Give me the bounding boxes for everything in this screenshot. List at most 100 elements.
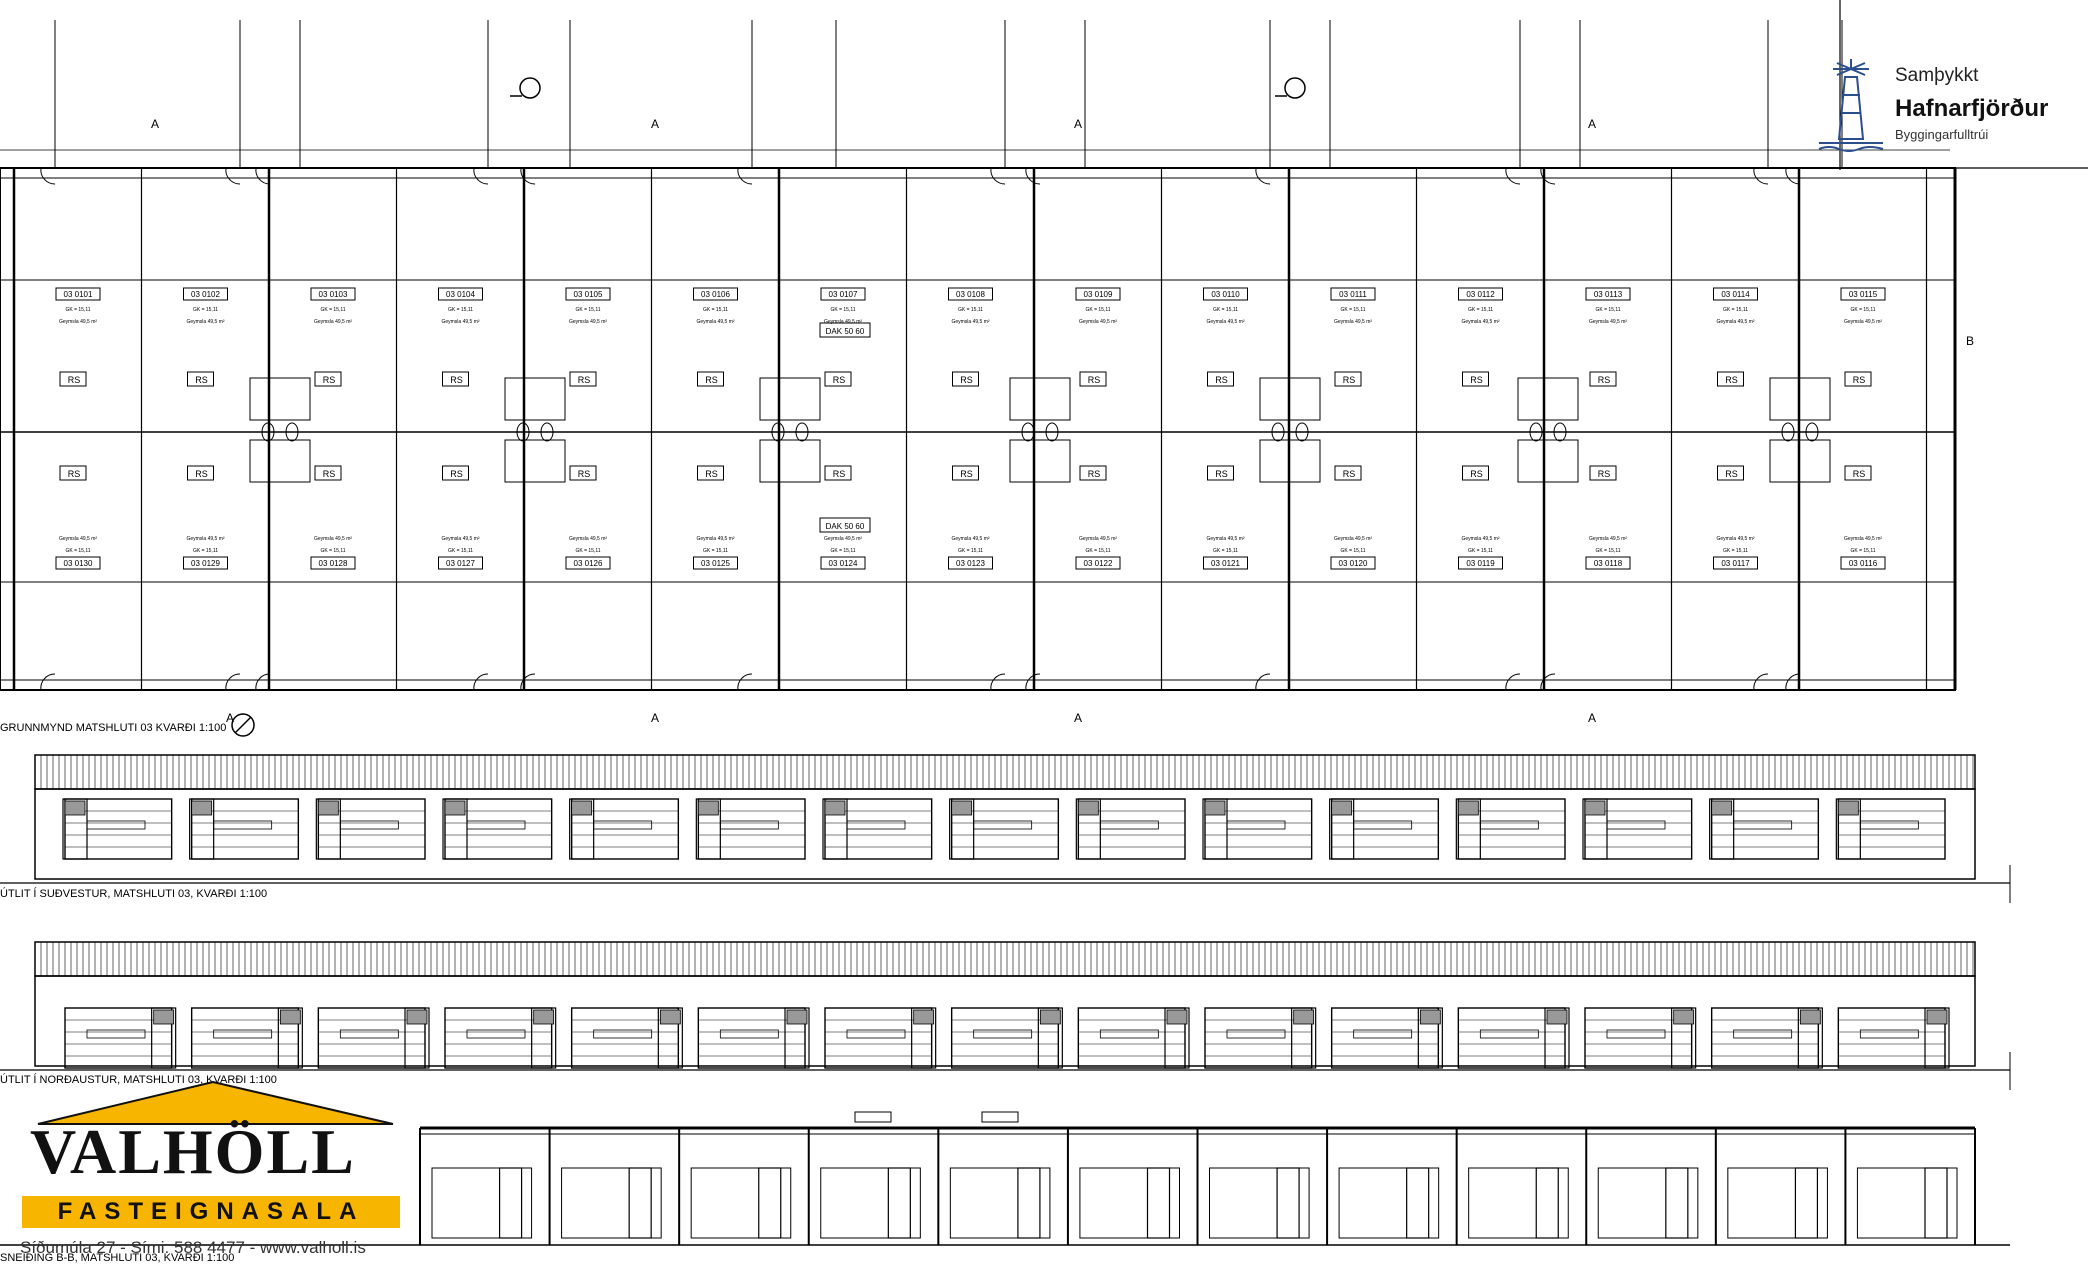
- garage-door: [1330, 1007, 1440, 1069]
- north-arrow-icon: [234, 716, 252, 734]
- rs-box: [1589, 371, 1617, 387]
- daf-box: [819, 517, 871, 533]
- vent-grille: [1799, 1009, 1821, 1025]
- unit-height-label: GK = 15,11: [830, 548, 855, 554]
- garage-door: [1330, 798, 1440, 860]
- door-swing: [1505, 673, 1521, 691]
- service-door: [1037, 1007, 1063, 1069]
- rs-box: [824, 465, 852, 481]
- service-door: [1455, 798, 1481, 860]
- door-window: [593, 1029, 653, 1039]
- wc-fixture: [1271, 422, 1285, 442]
- unit-area-label: Geymsla 49,5 m²: [1844, 536, 1882, 542]
- unit-area-label: Geymsla 49,5 m²: [1334, 536, 1372, 542]
- unit-tag-bottom: [1713, 556, 1758, 570]
- unit-number: 03 0109: [1084, 290, 1113, 299]
- garage-door: [824, 1007, 933, 1069]
- section-service-door: [1406, 1167, 1430, 1239]
- rs-label: RS: [1598, 469, 1611, 479]
- rs-label: RS: [1853, 469, 1866, 479]
- unit-number: 03 0111: [1339, 290, 1367, 299]
- service-door: [1709, 798, 1735, 860]
- unit-number: 03 0105: [574, 290, 603, 299]
- section-service-door: [1276, 1167, 1300, 1239]
- vent-grille: [1204, 800, 1226, 816]
- door-window: [1606, 1029, 1666, 1039]
- vent-grille: [571, 800, 593, 816]
- unit-number: 03 0124: [829, 559, 858, 568]
- unit-tag-top: [310, 287, 356, 301]
- wc-fixture: [285, 422, 299, 442]
- unit-height-label: GK = 15,11: [1213, 307, 1238, 313]
- unit-tag-bottom: [1330, 556, 1376, 570]
- unit-tag-bottom: [1075, 556, 1121, 570]
- unit-tag-bottom: [438, 556, 483, 570]
- unit-area-label: Geymsla 49,5 m²: [1079, 536, 1117, 542]
- unit-area-label: Geymsla 49,5 m²: [1716, 319, 1754, 325]
- unit-height-label: GK = 15,11: [1468, 548, 1493, 554]
- unit-height-label: GK = 15,11: [575, 548, 600, 554]
- logo-name: VALHÖLL: [30, 1116, 356, 1187]
- garage-door: [1077, 1007, 1186, 1069]
- unit-height-label: GK = 15,11: [320, 548, 345, 554]
- door-window: [339, 1029, 399, 1039]
- rs-label: RS: [450, 469, 463, 479]
- door-swing: [225, 167, 241, 185]
- vent-grille: [1673, 1009, 1695, 1025]
- vent-grille: [317, 800, 339, 816]
- wc-room: [504, 377, 566, 421]
- door-swing: [255, 673, 271, 691]
- elevation-northeast: [0, 941, 2011, 1090]
- service-door: [784, 1007, 810, 1069]
- unit-area-label: Geymsla 49,5 m²: [186, 319, 224, 325]
- vent-grille: [1926, 1009, 1948, 1025]
- service-door: [1544, 1007, 1570, 1069]
- section-service-door: [1794, 1167, 1819, 1239]
- rs-box: [314, 465, 342, 481]
- service-door: [911, 1007, 937, 1069]
- garage-door: [950, 798, 1060, 860]
- unit-tag-top: [183, 287, 228, 301]
- vent-grille: [1584, 800, 1606, 816]
- service-door: [62, 798, 88, 860]
- unit-tag-bottom: [1458, 556, 1503, 570]
- rs-box: [1207, 371, 1234, 387]
- unit-tag-top: [1203, 287, 1248, 301]
- door-swing: [1540, 673, 1556, 691]
- section-service-door: [498, 1167, 523, 1239]
- rs-box: [1589, 465, 1617, 481]
- unit-tag-top: [1840, 287, 1886, 301]
- garage-door: [64, 1007, 173, 1069]
- vent-grille: [406, 1009, 428, 1025]
- rs-box: [314, 371, 342, 387]
- door-swing: [1255, 167, 1271, 185]
- bike-icon: [519, 77, 541, 99]
- unit-number: 03 0123: [956, 559, 985, 568]
- rs-box: [1717, 465, 1744, 481]
- wc-room: [1769, 377, 1831, 421]
- vent-grille: [533, 1009, 555, 1025]
- service-door: [1417, 1007, 1443, 1069]
- section-door: [1079, 1167, 1180, 1239]
- unit-number: 03 0129: [191, 559, 220, 568]
- door-window: [466, 1029, 526, 1039]
- garage-door: [824, 798, 933, 860]
- door-window: [86, 1029, 146, 1039]
- wc-room: [1009, 439, 1071, 483]
- north-arrow-icon: [231, 713, 255, 737]
- door-window: [213, 1029, 273, 1039]
- unit-number: 03 0113: [1594, 290, 1623, 299]
- door-window: [846, 820, 906, 830]
- section-mark: A: [1588, 117, 1596, 131]
- daf-label: DAK 50 60: [826, 327, 865, 336]
- unit-height-label: GK = 15,11: [1595, 307, 1620, 313]
- unit-tag-top: [55, 287, 101, 301]
- rs-box: [59, 371, 87, 387]
- unit-tag-bottom: [948, 556, 993, 570]
- rs-box: [824, 371, 852, 387]
- wc-fixture: [1781, 422, 1795, 442]
- unit-height-label: GK = 15,11: [1595, 548, 1620, 554]
- rs-box: [1844, 465, 1872, 481]
- section-tag: [854, 1111, 892, 1123]
- door-window: [1226, 820, 1286, 830]
